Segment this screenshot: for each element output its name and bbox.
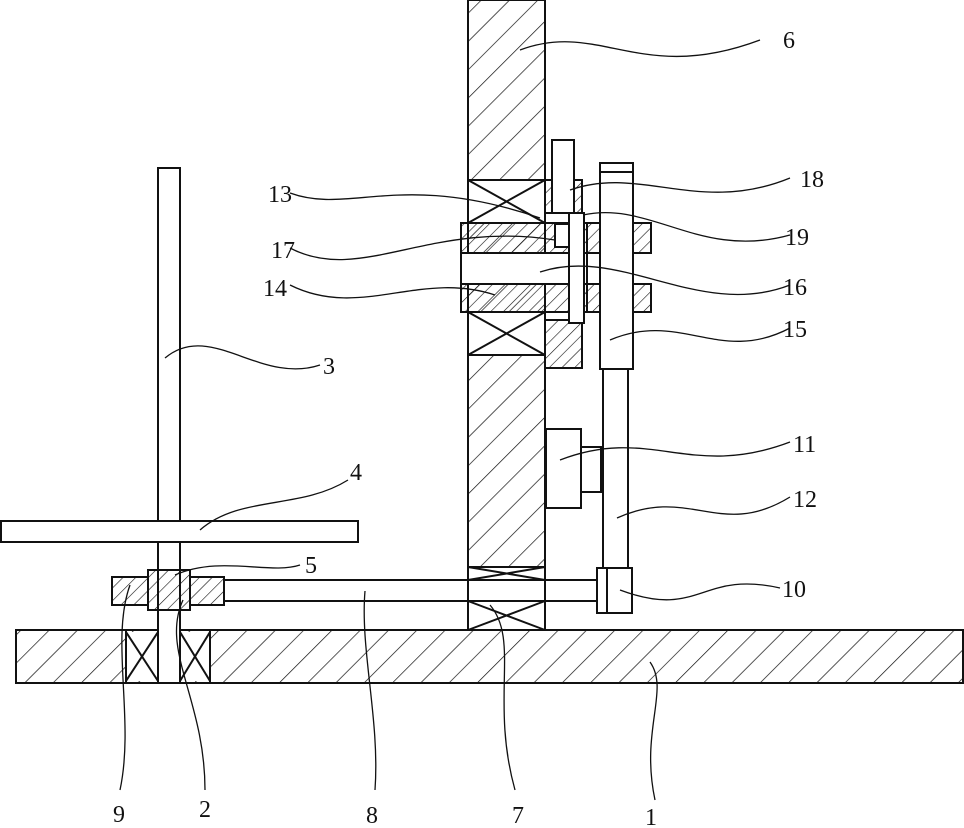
callout-16: 16 — [783, 275, 807, 301]
lower-pulley — [597, 568, 632, 613]
callout-19: 19 — [785, 225, 809, 251]
callout-7: 7 — [512, 803, 524, 828]
callout-9: 9 — [113, 802, 125, 828]
callout-5: 5 — [305, 553, 317, 579]
push-rod — [552, 140, 574, 213]
callout-17: 17 — [271, 238, 295, 264]
motor — [546, 429, 581, 508]
callout-11: 11 — [793, 432, 816, 458]
callout-3: 3 — [323, 354, 335, 380]
callout-10: 10 — [782, 577, 806, 603]
callout-8: 8 — [366, 803, 378, 828]
callout-14: 14 — [263, 276, 287, 302]
worm-wheel — [148, 570, 190, 610]
leader-lines — [120, 40, 790, 800]
connector — [569, 213, 584, 323]
horizontal-plate — [1, 521, 358, 542]
callout-4: 4 — [350, 460, 362, 486]
belt — [603, 369, 628, 568]
callout-1: 1 — [645, 805, 657, 828]
pin — [555, 224, 569, 247]
callout-15: 15 — [783, 317, 807, 343]
callout-6: 6 — [783, 28, 795, 54]
callout-12: 12 — [793, 487, 817, 513]
callout-18: 18 — [800, 167, 824, 193]
callout-13: 13 — [268, 182, 292, 208]
vertical-column — [468, 0, 545, 630]
bracket-block-bottom — [545, 320, 582, 368]
callout-2: 2 — [199, 797, 211, 823]
motor-shaft — [581, 447, 601, 492]
